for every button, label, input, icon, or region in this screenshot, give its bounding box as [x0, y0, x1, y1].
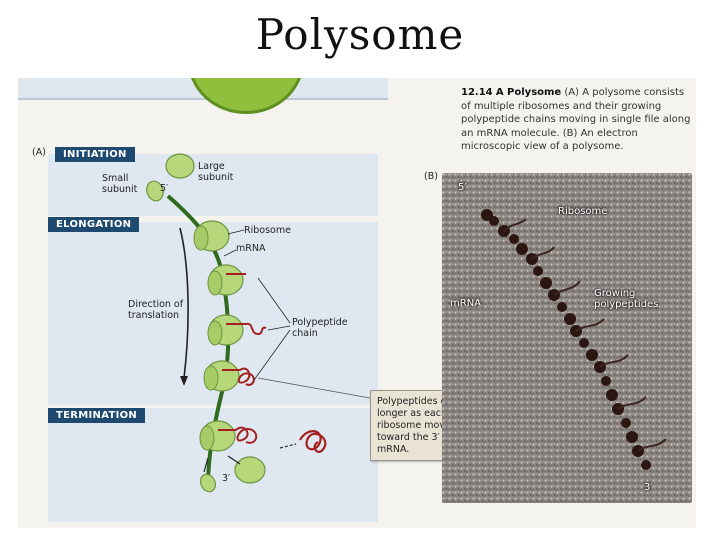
release-arrow-2: [228, 456, 240, 464]
ribosome-4: [204, 361, 254, 391]
direction-arrowhead: [180, 376, 188, 386]
released-polypeptide: [280, 431, 325, 452]
electron-micrograph: [442, 173, 692, 503]
figure-caption: 12.14 A Polysome (A) A polysome consists…: [461, 86, 693, 154]
figure-title: A Polysome: [496, 87, 561, 98]
ribosome-1: [194, 221, 229, 251]
label-small-subunit: Small subunit: [102, 174, 142, 196]
label-mrna-a: mRNA: [236, 244, 265, 255]
leader-poly-3: [254, 330, 290, 380]
em-label-growing: Growing polypeptides: [594, 288, 664, 310]
ribosome-5: [200, 421, 256, 451]
figure-number: 12.14: [461, 87, 493, 98]
label-direction: Direction of translation: [128, 300, 204, 322]
ribosome-3: [208, 315, 266, 345]
large-subunit: [166, 154, 194, 178]
em-label-3-prime: 3′: [644, 482, 653, 493]
panel-b-tag: (B): [424, 172, 438, 183]
leader-ribosome: [228, 230, 244, 234]
em-label-5-prime: 5′: [458, 182, 467, 193]
released-large-subunit: [235, 457, 265, 483]
label-large-subunit: Large subunit: [198, 162, 242, 184]
ribosome-2: [208, 265, 246, 295]
textbook-photo: (A) INITIATION ELONGATION TERMINATION: [18, 78, 696, 528]
released-small-subunit: [198, 472, 218, 494]
label-polypeptide: Polypeptide chain: [292, 318, 348, 340]
leader-poly-2: [268, 326, 290, 330]
leader-mrna: [224, 250, 236, 256]
leader-poly-1: [258, 278, 290, 323]
em-label-mrna: mRNA: [450, 298, 481, 309]
em-label-ribosome: Ribosome: [558, 206, 607, 217]
label-3-prime-a: 3′: [222, 474, 230, 485]
label-ribosome-a: Ribosome: [244, 226, 291, 237]
leader-callout: [258, 378, 370, 398]
label-5-prime-a: 5′: [160, 184, 168, 195]
slide-title: Polysome: [0, 10, 720, 59]
